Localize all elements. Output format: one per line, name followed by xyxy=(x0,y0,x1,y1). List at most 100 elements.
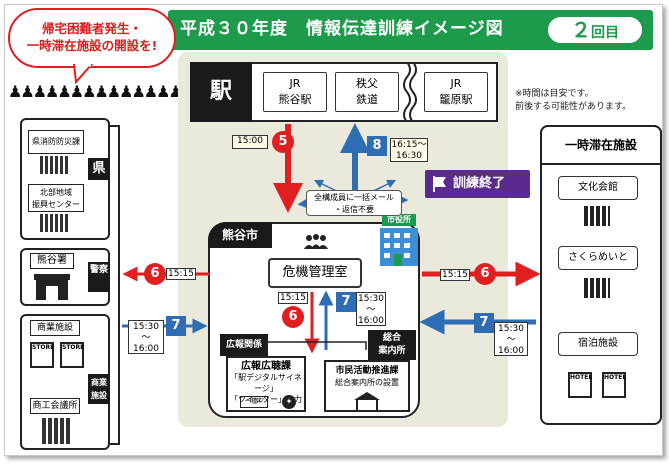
station-label: 駅 xyxy=(190,62,252,122)
office-building-icon xyxy=(40,214,70,232)
step6-right-badge: 6 xyxy=(474,263,496,285)
pr-line-2: 「ツイッター」入力 xyxy=(230,395,302,404)
police-station-box: 熊谷署 xyxy=(30,253,74,269)
station-line: 秩父 xyxy=(356,77,378,90)
step6-right-time: 15:15 xyxy=(440,269,470,281)
time-note: ※時間は目安です。 前後する可能性があります。 xyxy=(515,88,665,116)
station-line: JR xyxy=(289,77,301,90)
round-suffix: 回目 xyxy=(591,25,619,41)
hotel-icon: HOTEL xyxy=(568,372,592,398)
time-line-1: 16:15～ xyxy=(391,140,427,150)
shelter-header: 一時滞在施設 xyxy=(540,125,662,165)
flag-icon xyxy=(433,176,446,192)
left-bracket xyxy=(110,125,120,445)
label-line-2: 施設 xyxy=(91,391,107,400)
people-icon xyxy=(304,234,328,249)
store-icon: STORE xyxy=(60,342,84,368)
commercial-facility-box: 商業施設 xyxy=(30,320,80,336)
step7-mid-badge: 7 xyxy=(336,292,356,312)
header-line-1: 総合 xyxy=(382,333,401,343)
chamber-of-commerce-box: 商工会議所 xyxy=(30,398,80,414)
round-number: ２ xyxy=(571,18,591,42)
city-hall-sign: 市役所 xyxy=(382,214,416,226)
step5-time: 15:00 xyxy=(232,135,268,149)
station-name: 熊谷駅 xyxy=(278,93,312,106)
callout-line-2: 一時滞在施設の開設を! xyxy=(26,38,158,53)
time-line-2: 16:30 xyxy=(396,151,422,161)
note-line-2: 前後する可能性があります。 xyxy=(515,102,632,112)
header-line-2: 案内所 xyxy=(378,346,406,356)
mail-note: 全構成員に一括メール ・返信不要 xyxy=(306,190,402,216)
station-name: 鉄道 xyxy=(356,93,378,106)
building-icon xyxy=(584,206,610,226)
mail-note-line-2: ・返信不要 xyxy=(334,205,374,214)
mail-note-line-1: 全構成員に一括メール xyxy=(314,193,394,202)
office-building-icon xyxy=(40,156,70,174)
step8-time: 16:15～ 16:30 xyxy=(390,138,428,162)
time-line-2: ～ xyxy=(506,335,516,345)
note-line-1: ※時間は目安です。 xyxy=(515,89,594,99)
step7-left-badge: 7 xyxy=(166,316,186,336)
pr-header: 広報関係 xyxy=(220,334,268,356)
pr-office-title: 広報広聴課 xyxy=(241,361,291,372)
twitter-icon: ✦ xyxy=(282,395,296,409)
step7-mid-time: 15:30 ～ 16:00 xyxy=(356,292,386,326)
crisis-management-room: 危機管理室 xyxy=(268,258,362,288)
station-chichibu: 秩父 鉄道 xyxy=(335,72,399,112)
hotel-icon: HOTEL xyxy=(602,372,626,398)
tent-icon xyxy=(354,392,380,410)
store-icon: STORE xyxy=(30,342,54,368)
label-line-1: 商業 xyxy=(91,378,107,387)
box-line-2: 振興センター xyxy=(32,200,80,209)
step7-right-badge: 7 xyxy=(474,313,494,333)
city-label: 熊谷市 xyxy=(208,222,272,248)
civic-title: 市民活動推進課 xyxy=(335,366,399,376)
station-name: 籠原駅 xyxy=(439,93,473,106)
info-center-header: 総合 案内所 xyxy=(368,330,416,360)
station-jr-kumagaya: JR 熊谷駅 xyxy=(263,72,327,112)
commerce-label: 商業 施設 xyxy=(88,374,110,404)
step6-mid-time: 15:15 xyxy=(278,292,308,304)
round-badge: ２回目 xyxy=(545,14,645,46)
civic-line-1: 総合案内所の設置 xyxy=(335,378,399,387)
shelter-item: さくらめいと xyxy=(558,246,638,270)
time-line-2: ～ xyxy=(141,333,151,343)
callout-tail xyxy=(72,64,94,84)
callout-bubble: 帰宅困難者発生・ 一時滞在施設の開設を! xyxy=(8,8,176,68)
time-line-1: 15:30 xyxy=(498,324,524,334)
time-line-3: 16:00 xyxy=(498,346,524,356)
break-wave-icon xyxy=(403,62,417,122)
office-building-icon xyxy=(42,418,70,444)
step6-mid-badge: 6 xyxy=(282,306,304,328)
time-line-3: 16:00 xyxy=(133,344,159,354)
civic-activity-box: 市民活動推進課 総合案内所の設置 xyxy=(324,360,410,412)
prefecture-fire-dept: 県消防防災課 xyxy=(28,130,84,154)
shelter-item: 宿泊施設 xyxy=(558,332,638,356)
building-icon xyxy=(584,278,610,298)
police-label: 警察 xyxy=(88,262,110,292)
police-building-icon xyxy=(34,274,70,300)
step8-badge: 8 xyxy=(367,136,387,156)
step7-right-time: 15:30 ～ 16:00 xyxy=(494,322,528,356)
signage-icon: 一種中 xyxy=(240,396,268,408)
step5-badge: 5 xyxy=(272,131,294,153)
shelter-item: 文化会館 xyxy=(558,176,638,200)
shelter-panel xyxy=(540,125,662,425)
time-line-1: 15:30 xyxy=(133,322,159,332)
northern-promotion-center: 北部地域 振興センター xyxy=(28,184,84,212)
step7-left-time: 15:30 ～ 16:00 xyxy=(128,320,164,354)
time-line-1: 15:30 xyxy=(358,294,384,304)
prefecture-label: 県 xyxy=(88,158,110,180)
time-line-3: 16:00 xyxy=(358,316,384,326)
step6-left-badge: 6 xyxy=(144,263,166,285)
city-hall-building-icon xyxy=(380,228,418,266)
time-line-2: ～ xyxy=(366,305,376,315)
box-line-1: 北部地域 xyxy=(40,188,72,197)
step6-left-time: 15:15 xyxy=(166,268,196,280)
page-title: 平成３０年度 情報伝達訓練イメージ図 xyxy=(180,19,504,39)
station-line: JR xyxy=(450,77,462,90)
pr-line-1: 「駅デジタルサイネージ」 xyxy=(230,373,302,393)
callout-line-1: 帰宅困難者発生・ xyxy=(41,21,142,36)
station-jr-kagohara: JR 籠原駅 xyxy=(424,72,488,112)
